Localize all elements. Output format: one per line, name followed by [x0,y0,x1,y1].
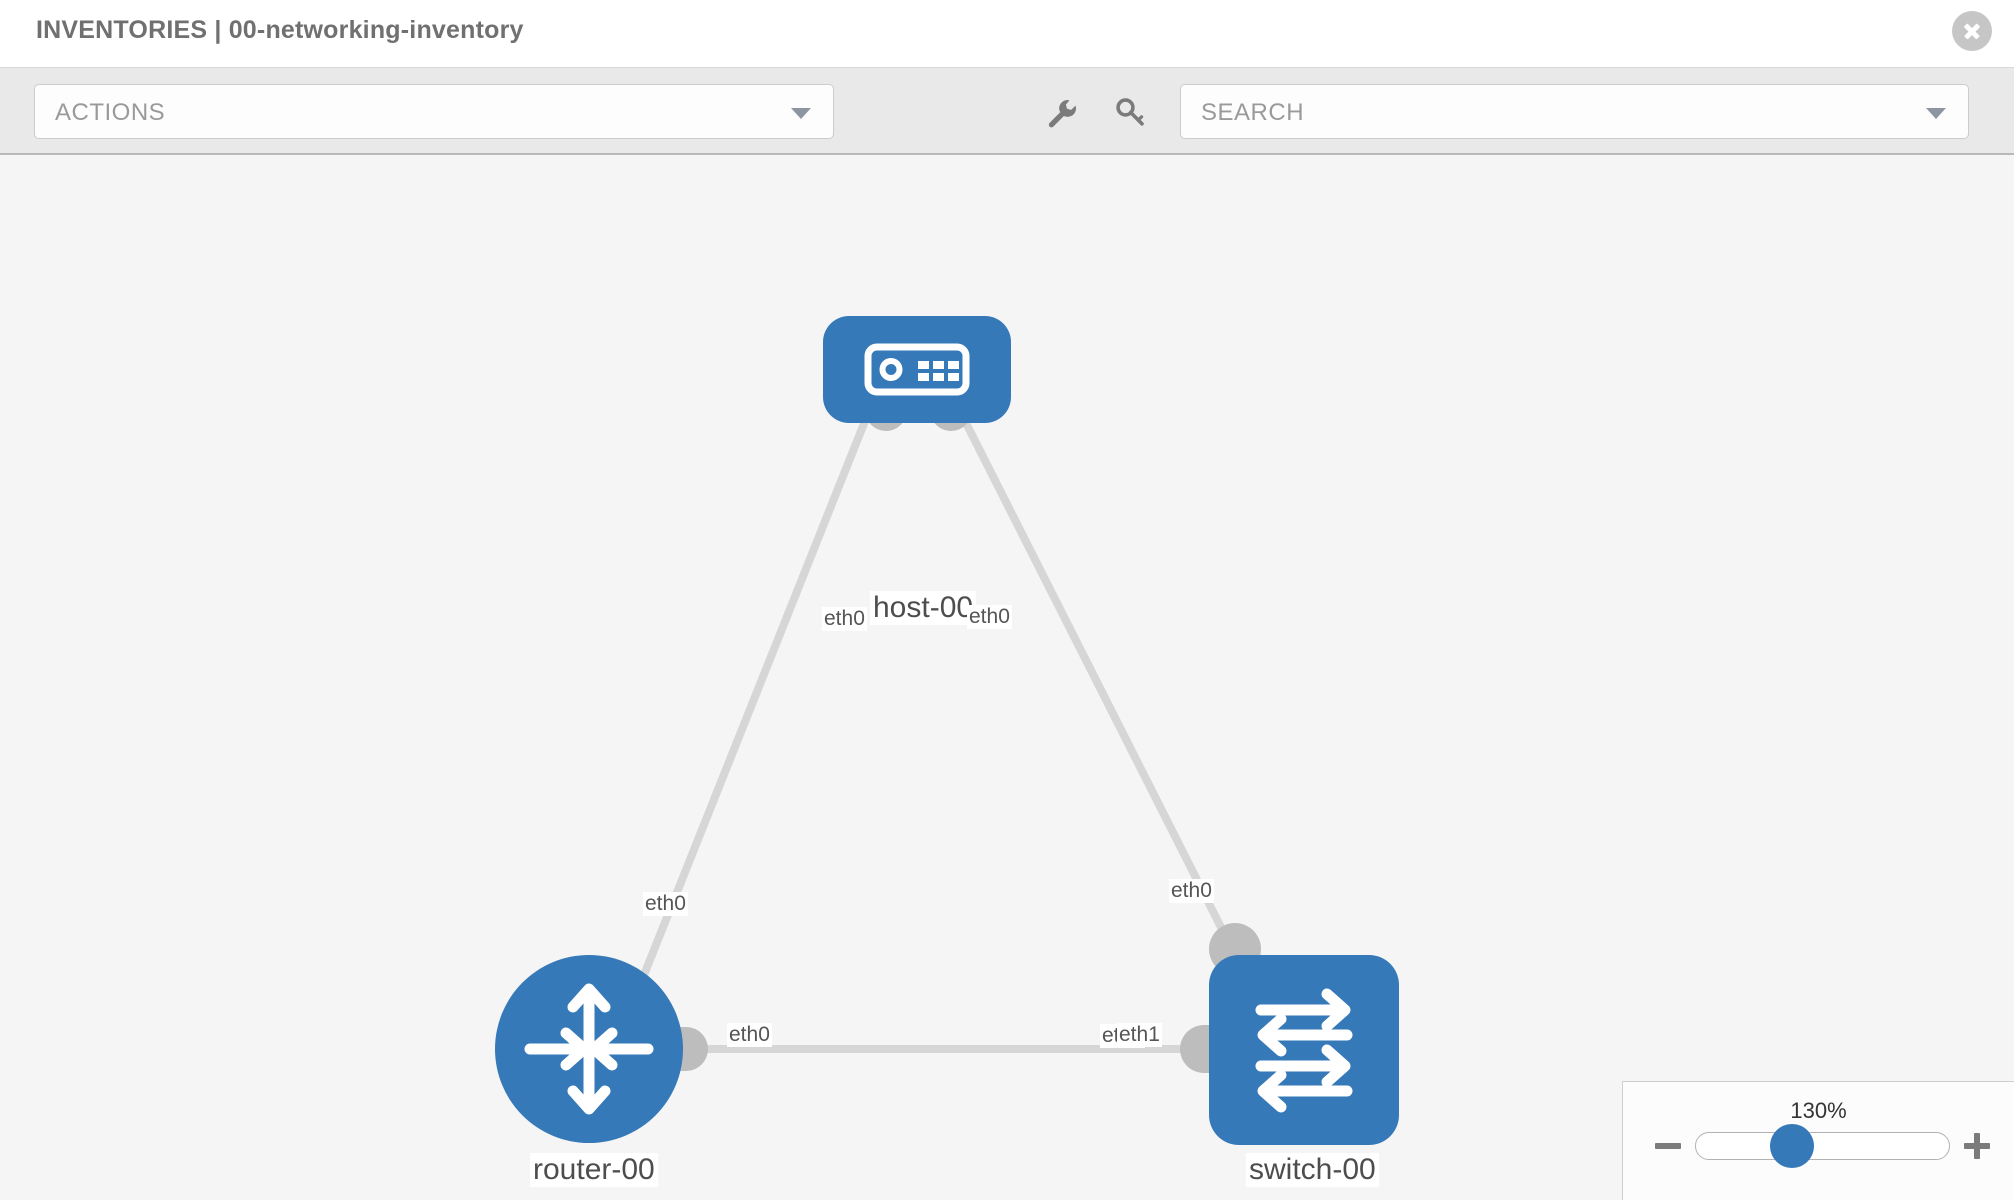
zoom-in-button[interactable] [1962,1131,1992,1161]
actions-dropdown-label: ACTIONS [55,99,166,126]
node-label-router-00: router-00 [530,1153,658,1187]
iface-label-switch-left-front: eth1 [1117,1023,1162,1048]
zoom-control: 130% [1622,1081,2014,1200]
search-field[interactable]: SEARCH [1180,84,1969,139]
zoom-out-button[interactable] [1653,1131,1683,1161]
topology-links [636,419,1239,1053]
iface-label-host-right: eth0 [967,605,1012,630]
node-label-host-00: host-00 [870,591,977,625]
topology-canvas[interactable]: eth0 host-00 eth0 eth0 eth0 eth0 eth0 et… [0,155,2014,1200]
close-icon[interactable] [1952,11,1992,51]
zoom-slider-thumb[interactable] [1770,1124,1814,1168]
key-icon[interactable] [1113,96,1147,130]
iface-label-switch-uplink: eth0 [1169,879,1214,904]
link-host-router [636,419,869,987]
node-router-00[interactable] [495,955,683,1143]
node-label-switch-00: switch-00 [1246,1153,1379,1187]
zoom-slider-track[interactable] [1695,1132,1950,1160]
iface-label-host-left: eth0 [822,607,867,632]
search-input[interactable]: SEARCH [1201,99,1305,126]
actions-dropdown[interactable]: ACTIONS [34,84,834,139]
chevron-down-icon [791,108,811,119]
link-host-switch [961,419,1239,957]
chevron-down-icon[interactable] [1926,108,1946,119]
page-title: INVENTORIES | 00-networking-inventory [36,16,524,44]
wrench-icon[interactable] [1045,96,1079,130]
page-header: INVENTORIES | 00-networking-inventory [0,0,2014,68]
zoom-percent-label: 130% [1790,1098,1847,1123]
iface-label-router-uplink: eth0 [643,892,688,917]
node-host-00[interactable] [823,316,1011,423]
toolbar: ACTIONS SEARCH [0,68,2014,155]
node-switch-00[interactable] [1209,955,1399,1145]
iface-label-router-right: eth0 [727,1023,772,1048]
